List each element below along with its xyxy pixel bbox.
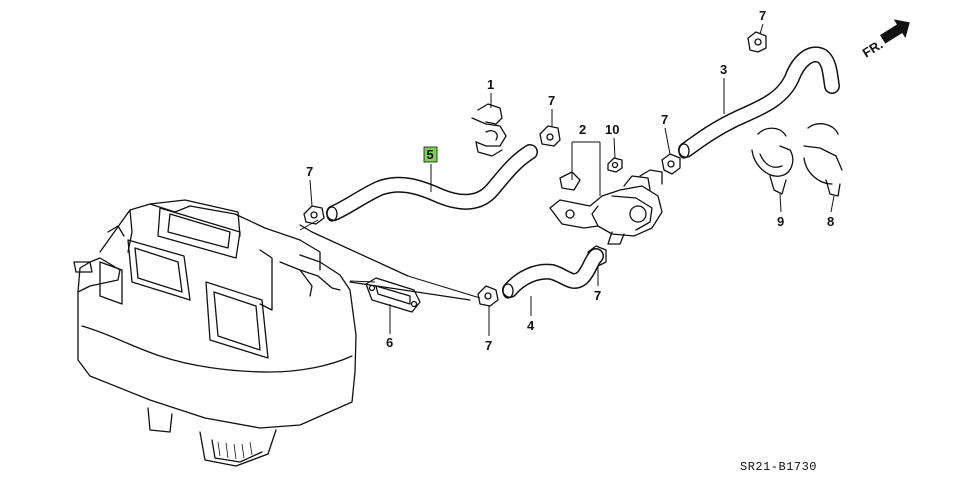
hose-clip-9[interactable] <box>751 127 794 195</box>
water-hose-5[interactable] <box>326 144 538 222</box>
clamp-7c[interactable] <box>747 31 767 53</box>
nut-10[interactable] <box>607 157 623 173</box>
callout-7a: 7 <box>306 164 313 179</box>
callout-9: 9 <box>777 214 784 229</box>
callout-10: 10 <box>605 122 619 137</box>
leader-lines <box>299 219 481 299</box>
callout-5: 5 <box>427 147 434 162</box>
callout-7d: 7 <box>661 112 668 127</box>
callout-5-highlight <box>423 146 438 163</box>
hose-clamp-1[interactable] <box>471 103 507 157</box>
callout-8: 8 <box>827 214 834 229</box>
clamp-7e[interactable] <box>477 285 499 307</box>
heater-unit <box>73 199 471 467</box>
callout-3: 3 <box>720 62 727 77</box>
callout-7b: 7 <box>548 93 555 108</box>
callout-7f: 7 <box>594 288 601 303</box>
front-direction-indicator: FR. <box>860 19 910 61</box>
water-hose-3[interactable] <box>678 46 840 159</box>
water-hose-4[interactable] <box>502 248 604 299</box>
callout-4: 4 <box>527 318 535 333</box>
callouts: 1 2 3 4 5 6 7 7 7 7 7 7 8 9 10 <box>306 8 835 353</box>
diagram-reference-code: SR21-B1730 <box>740 460 817 474</box>
clamp-7b[interactable] <box>539 125 561 147</box>
grommet-6[interactable] <box>365 277 421 313</box>
callout-1: 1 <box>487 77 494 92</box>
hose-clip-8[interactable] <box>803 123 843 197</box>
clamp-7d[interactable] <box>661 153 681 175</box>
callout-7c: 7 <box>759 8 766 23</box>
direction-label: FR. <box>860 37 886 61</box>
front-arrow-icon <box>879 19 910 44</box>
water-valve-2[interactable] <box>549 169 663 245</box>
callout-6: 6 <box>386 335 393 350</box>
callout-2: 2 <box>579 122 586 137</box>
clamp-7a[interactable] <box>303 205 325 225</box>
callout-7e: 7 <box>485 338 492 353</box>
